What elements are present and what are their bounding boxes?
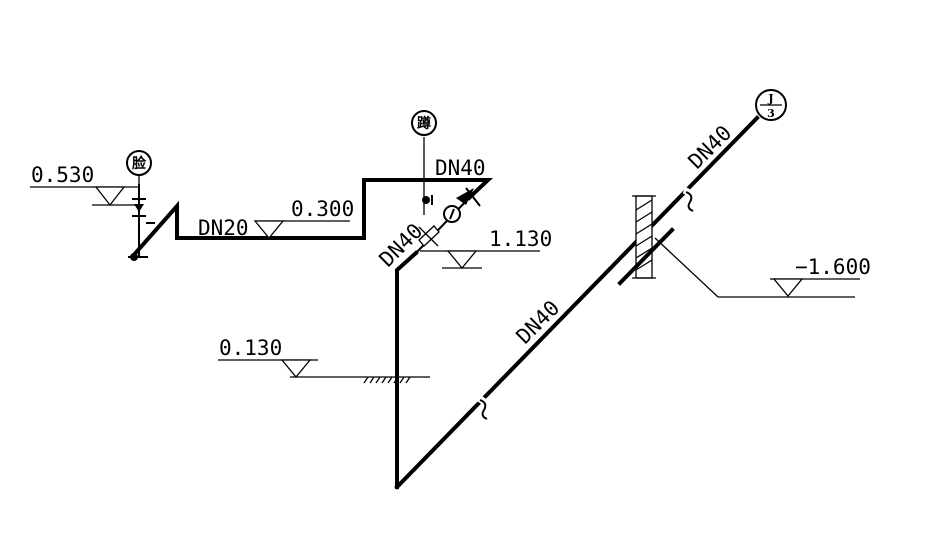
fixture-tag-washbasin: 脸 [126,150,152,186]
elevation-marker-e1: 0.530 [30,163,140,207]
fixture-tag-squat-toilet: 蹲 [411,110,437,136]
riser-tag: J 3 [755,89,787,121]
pipe-through-wall [617,227,675,286]
wall-hatch [635,199,653,271]
washbasin-tag-text: 脸 [132,155,147,172]
elevation-marker-e5: −1.600 [770,255,871,298]
washbasin-valve-icon [134,204,144,212]
pipe-size-dn20: DN20 [198,216,249,240]
pipe-break-lower-mark [479,399,488,420]
elevation-label-e2: 0.300 [291,197,354,221]
riser-tag-top: J [767,92,773,105]
valve-cross [418,226,439,247]
pipe-main-diagonal [394,115,760,490]
elevation-label-e1: 0.530 [31,163,94,187]
pipe-break-upper-mark [685,191,694,212]
floor-hatch [363,376,411,384]
toilet-tag-text: 蹲 [417,115,431,132]
elevation-label-e5: −1.600 [795,255,871,279]
elevation-label-e4: 0.130 [219,336,282,360]
pipe-main-run [395,250,419,489]
pipe-size-dn40-top: DN40 [435,156,486,180]
elevation-label-e3: 1.130 [489,227,552,251]
toilet-valve-icon [422,196,430,204]
riser-tag-bottom: 3 [767,107,775,120]
elevation-marker-e4: 0.130 [218,336,318,379]
elevation-marker-e2: 0.300 [253,197,354,240]
meter-needle [449,208,455,220]
pipe-washbasin-branch [129,178,494,260]
gate-valve-icon [418,225,440,247]
check-valve-bar [465,187,481,207]
leader-line-e5 [654,237,855,298]
elevation-marker-e3: 1.130 [420,227,552,270]
